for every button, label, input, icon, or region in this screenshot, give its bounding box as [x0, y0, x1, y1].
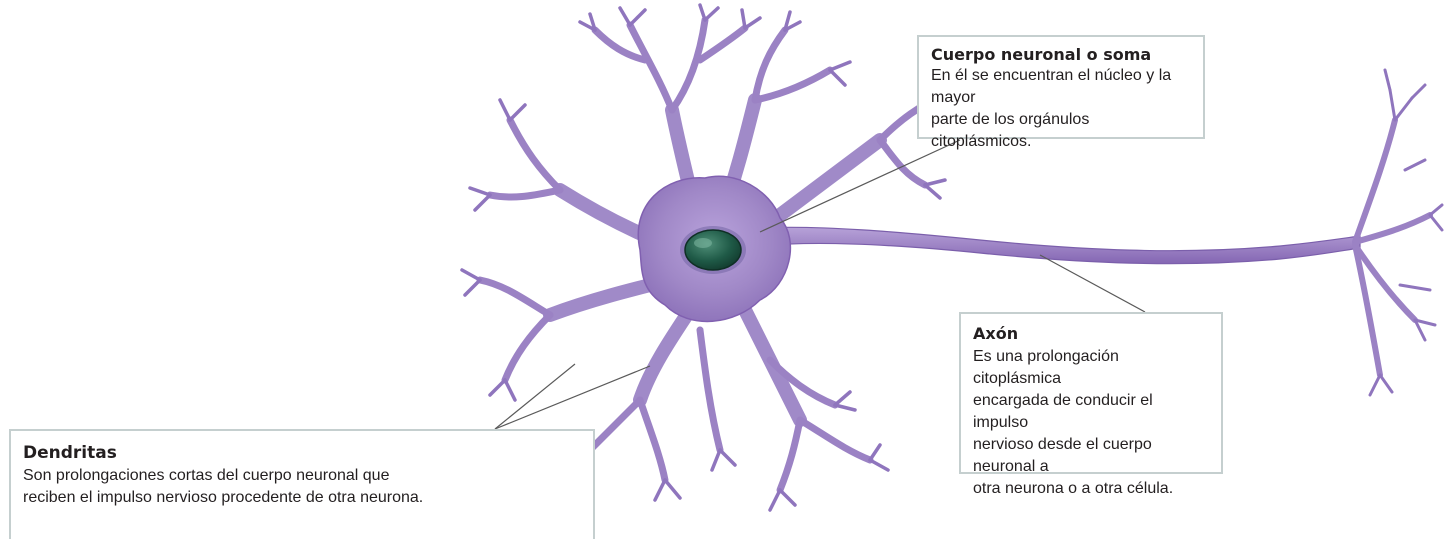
soma-callout: Cuerpo neuronal o soma En él se encuentr… — [917, 35, 1205, 139]
soma-title: Cuerpo neuronal o soma — [931, 45, 1191, 65]
axon-title: Axón — [973, 324, 1209, 344]
nucleus-shape — [680, 226, 746, 274]
dendrite-leader-line-2 — [495, 366, 650, 429]
dendrites-text-line-1: Son prolongaciones cortas del cuerpo neu… — [23, 465, 581, 487]
axon-shape — [760, 227, 1360, 263]
axon-text-line-1: Es una prolongación citoplásmica — [973, 346, 1209, 390]
axon-text-line-3: nervioso desde el cuerpo neuronal a — [973, 434, 1209, 478]
axon-text-line-4: otra neurona o a otra célula. — [973, 478, 1209, 500]
soma-text-line-2: parte de los orgánulos citoplásmicos. — [931, 109, 1191, 153]
soma-text-line-1: En él se encuentran el núcleo y la mayor — [931, 65, 1191, 109]
dendrites-title: Dendritas — [23, 443, 581, 463]
axon-terminals — [1355, 70, 1442, 395]
dendrites-text-line-2: reciben el impulso nervioso procedente d… — [23, 487, 581, 509]
dendrites-callout: Dendritas Son prolongaciones cortas del … — [9, 429, 595, 539]
axon-text-line-2: encargada de conducir el impulso — [973, 390, 1209, 434]
axon-leader-line — [1040, 255, 1145, 312]
axon-callout: Axón Es una prolongación citoplásmica en… — [959, 312, 1223, 474]
